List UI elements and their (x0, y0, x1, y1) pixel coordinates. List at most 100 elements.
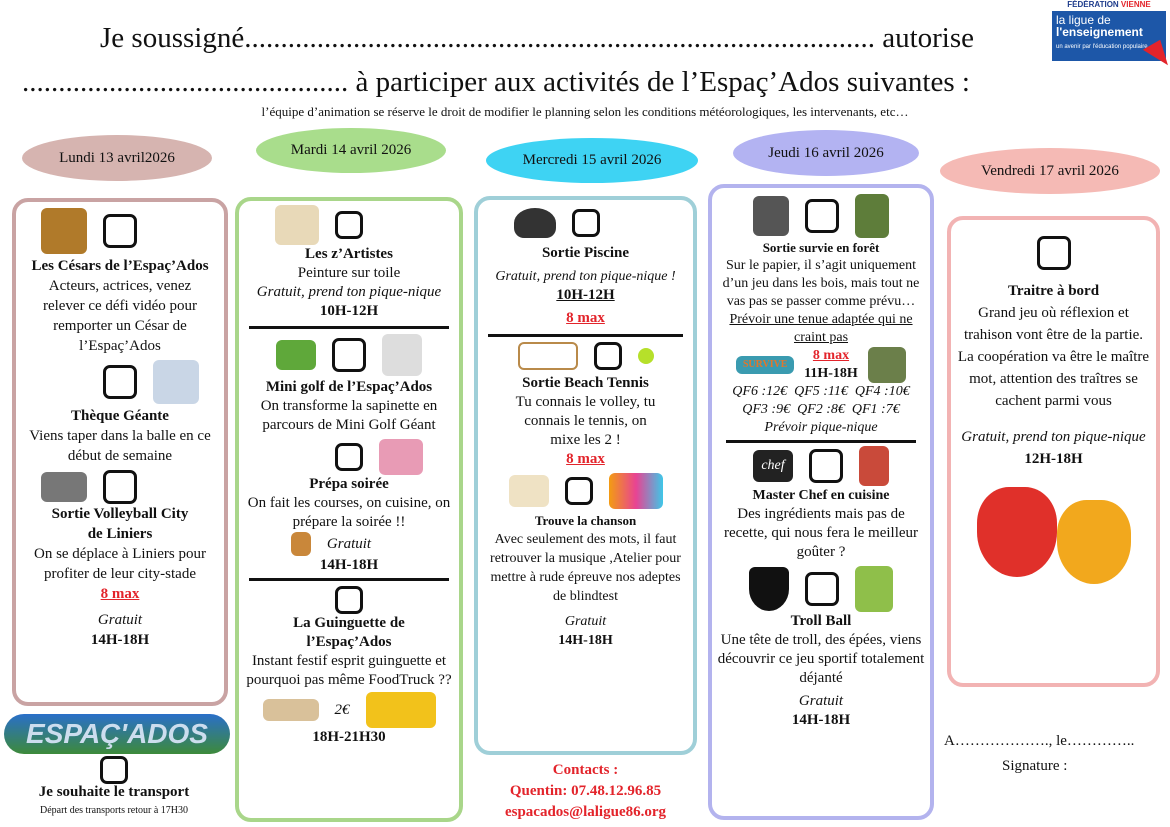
time: 14H-18H (319, 557, 379, 573)
time: 10H-12H (319, 303, 379, 319)
tennis-ball-icon (637, 348, 654, 364)
checkbox-guinguette[interactable] (335, 586, 363, 614)
price: Gratuit (798, 693, 844, 709)
checkbox-theque[interactable] (103, 365, 137, 399)
swimmer-icon (513, 208, 556, 238)
activity-title: Sortie Volleyball City de Liniers (51, 506, 189, 542)
price-qf-2: QF3 :9€ QF2 :8€ QF1 :7€ (742, 402, 900, 417)
checkbox-masterchef[interactable] (809, 449, 843, 483)
activity-title: Les z’Artistes (305, 246, 393, 262)
activity-desc-2: La coopération va être le maître mot, at… (957, 349, 1150, 409)
shopping-cart-icon (379, 439, 423, 475)
checkbox-minigolf[interactable] (332, 338, 366, 372)
activity-desc: Une tête de troll, des épées, viens déco… (717, 632, 925, 686)
contact-phone: Quentin: 07.48.12.96.85 (509, 783, 662, 799)
activity-desc: Sur le papier, il s’agit uniquement d’un… (722, 258, 920, 309)
price: Gratuit (97, 612, 143, 628)
column-mercredi: Sortie Piscine Gratuit, prend ton pique-… (474, 196, 697, 755)
mini-golf-icon (276, 340, 316, 370)
forest-survivor-icon (855, 194, 889, 238)
activity-title: Prépa soirée (309, 476, 389, 492)
checkbox-piscine[interactable] (571, 209, 600, 237)
column-mardi: Les z’Artistes Peinture sur toile Gratui… (235, 197, 463, 822)
time: 14H-18H (791, 712, 851, 728)
golfer-icon (382, 334, 422, 376)
activity-title: Les Césars de l’Espaç’Ados (31, 258, 209, 274)
activity-desc: Instant festif esprit guinguette et pour… (246, 653, 452, 688)
day-label-lundi: Lundi 13 avril2026 (22, 135, 212, 181)
authorization-line-2: ........................................… (22, 66, 970, 98)
activity-desc: Grand jeu où réflexion et trahison vont … (963, 305, 1144, 343)
activity-desc: Acteurs, actrices, venez relever ce défi… (42, 278, 198, 354)
date-place-line[interactable]: A………………., le………….. (944, 733, 1135, 749)
column-vendredi: Traitre à bord Grand jeu où réflexion et… (947, 216, 1160, 687)
contacts: Contacts : Quentin: 07.48.12.96.85 espac… (474, 760, 697, 823)
activity-desc: On transforme la sapinette en parcours d… (260, 398, 438, 433)
day-label-mercredi: Mercredi 15 avril 2026 (486, 138, 698, 183)
checkbox-beach-tennis[interactable] (593, 342, 622, 370)
contacts-label: Contacts : (552, 762, 619, 778)
activity-note: Prévoir une tenue adaptée qui ne craint … (729, 312, 913, 345)
activity-desc: Avec seulement des mots, il faut retrouv… (490, 532, 681, 604)
activity-title: Traitre à bord (1007, 283, 1100, 299)
transport-note: Départ des transports retour à 17H30 (39, 805, 188, 816)
activity-title: Master Chef en cuisine (752, 488, 890, 503)
music-notes-icon (608, 473, 663, 509)
day-label-mardi: Mardi 14 avril 2026 (256, 128, 446, 173)
divider (488, 334, 683, 337)
authorization-line-1: Je soussigné............................… (100, 22, 974, 54)
troll-icon (855, 566, 893, 612)
cornhole-icon (262, 699, 319, 721)
time: 12H-18H (1024, 451, 1083, 467)
activity-desc: Tu connais le volley, tu connais le tenn… (515, 394, 656, 448)
activity-title: Troll Ball (790, 613, 852, 629)
contact-email[interactable]: espacados@laligue86.org (504, 804, 667, 820)
transport-label: Je souhaite le transport (38, 784, 190, 800)
activity-desc: On se déplace à Liniers pour profiter de… (33, 546, 207, 582)
price: 2€ (334, 701, 350, 718)
divider (249, 578, 449, 581)
checkbox-artistes[interactable] (335, 211, 363, 239)
activity-extra: Prévoir pique-nique (764, 420, 878, 435)
food-truck-icon (365, 692, 436, 728)
volleyball-icon (41, 472, 87, 502)
time: 14H-18H (558, 633, 613, 648)
activity-title: Sortie Piscine (541, 245, 630, 261)
price: Gratuit (326, 535, 372, 552)
divider (249, 326, 449, 329)
price: Gratuit (564, 614, 607, 629)
backpack-icon (867, 347, 906, 383)
planning-note: l’équipe d’animation se réserve le droit… (261, 104, 909, 119)
comedy-mask-icon (976, 487, 1057, 577)
chefs-icon (859, 446, 889, 486)
checkbox-chanson[interactable] (564, 477, 593, 505)
activity-desc: Peinture sur toile (297, 265, 401, 281)
activity-title: Thèque Géante (71, 408, 169, 424)
time: 18H-21H30 (312, 729, 386, 745)
max-participants: 8 max (566, 451, 605, 467)
survive-badge: SURVIVE (736, 356, 795, 374)
signature-label: Signature : (1002, 758, 1068, 774)
checkbox-prepa[interactable] (335, 443, 363, 471)
checkbox-volleyball[interactable] (103, 470, 137, 504)
lyrics-scroll-icon (508, 475, 549, 507)
checkbox-traitre[interactable] (1036, 236, 1071, 270)
espacados-logo: ESPAÇ'ADOS (4, 714, 230, 754)
column-lundi: Les Césars de l’Espaç’Ados Acteurs, actr… (12, 198, 228, 706)
shield-swords-icon (749, 567, 789, 611)
activity-title: Sortie Beach Tennis (522, 375, 649, 391)
chef-badge: chef (753, 450, 793, 482)
checkbox-transport[interactable] (100, 756, 128, 784)
price: Gratuit, prend ton pique-nique (256, 284, 442, 300)
day-label-vendredi: Vendredi 17 avril 2026 (940, 148, 1160, 194)
checkbox-survie[interactable] (805, 199, 839, 233)
painter-icon (275, 205, 319, 245)
checkbox-cesars[interactable] (103, 214, 137, 248)
activity-desc: Viens taper dans la balle en ce début de… (29, 428, 211, 464)
checkbox-trollball[interactable] (805, 572, 839, 606)
activity-title: Mini golf de l’Espaç’Ados (265, 379, 433, 395)
signpost-icon (753, 196, 789, 236)
price-qf-1: QF6 :12€ QF5 :11€ QF4 :10€ (732, 384, 910, 399)
film-projector-icon (41, 208, 87, 254)
